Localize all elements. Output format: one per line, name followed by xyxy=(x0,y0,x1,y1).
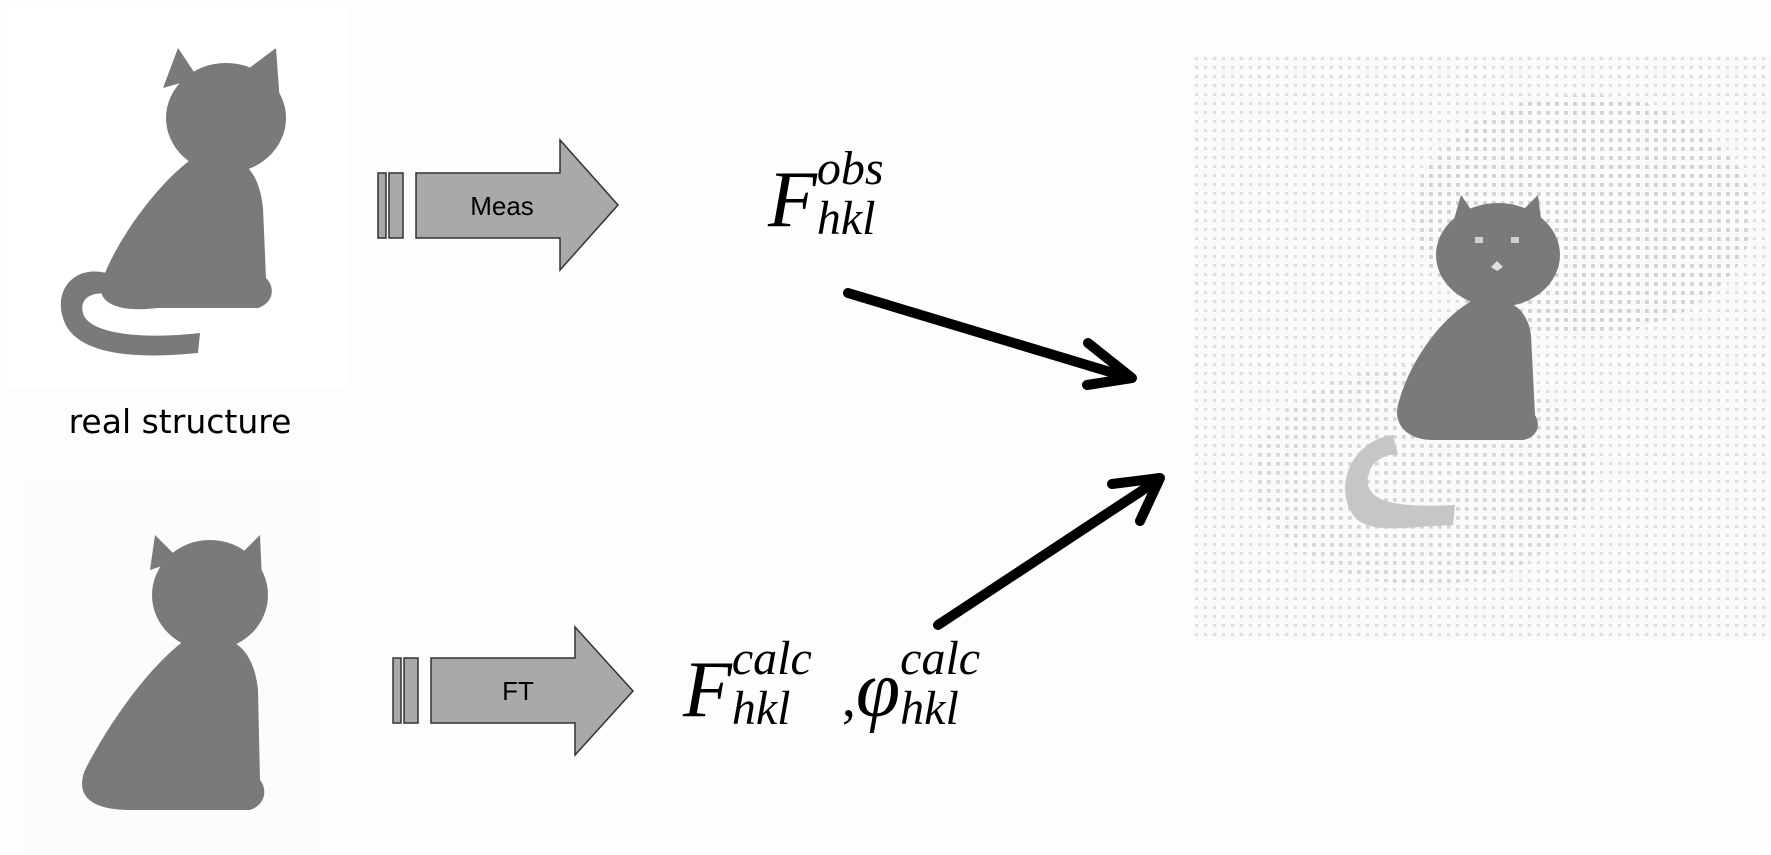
observed-f-symbol: F xyxy=(768,156,817,244)
formula-separator: , xyxy=(841,667,856,729)
electron-density-map-image xyxy=(1193,55,1771,640)
fourier-transform-arrow: FT xyxy=(392,625,635,757)
measure-arrow-label: Meas xyxy=(470,191,534,221)
calculated-f-subscript: hkl xyxy=(731,682,791,735)
real-structure-cat-image xyxy=(60,48,286,356)
real-structure-panel xyxy=(8,8,348,388)
calculated-f-superscript: calc xyxy=(731,632,812,685)
calculated-phi-subscript: hkl xyxy=(900,682,959,735)
ft-arrow-label: FT xyxy=(502,676,534,706)
observed-amplitude-formula: F obs hkl xyxy=(768,142,922,246)
electron-density-map-panel xyxy=(1193,55,1771,640)
observed-subscript: hkl xyxy=(816,192,876,245)
observed-superscript: obs xyxy=(816,142,884,195)
measure-arrow: Meas xyxy=(377,138,620,272)
calculated-amplitude-phase-formula: F calc hkl ,φ calc hkl xyxy=(683,632,1010,736)
observed-to-map-arrow xyxy=(843,288,1137,390)
calculated-phi-symbol: φ xyxy=(855,646,901,734)
calculated-to-map-arrow xyxy=(933,473,1165,630)
calculated-f-symbol: F xyxy=(683,646,732,734)
model-structure-cat-image xyxy=(82,535,268,810)
calculated-phi-superscript: calc xyxy=(900,632,981,685)
model-structure-panel xyxy=(20,480,320,855)
real-structure-label: real structure xyxy=(68,402,292,441)
